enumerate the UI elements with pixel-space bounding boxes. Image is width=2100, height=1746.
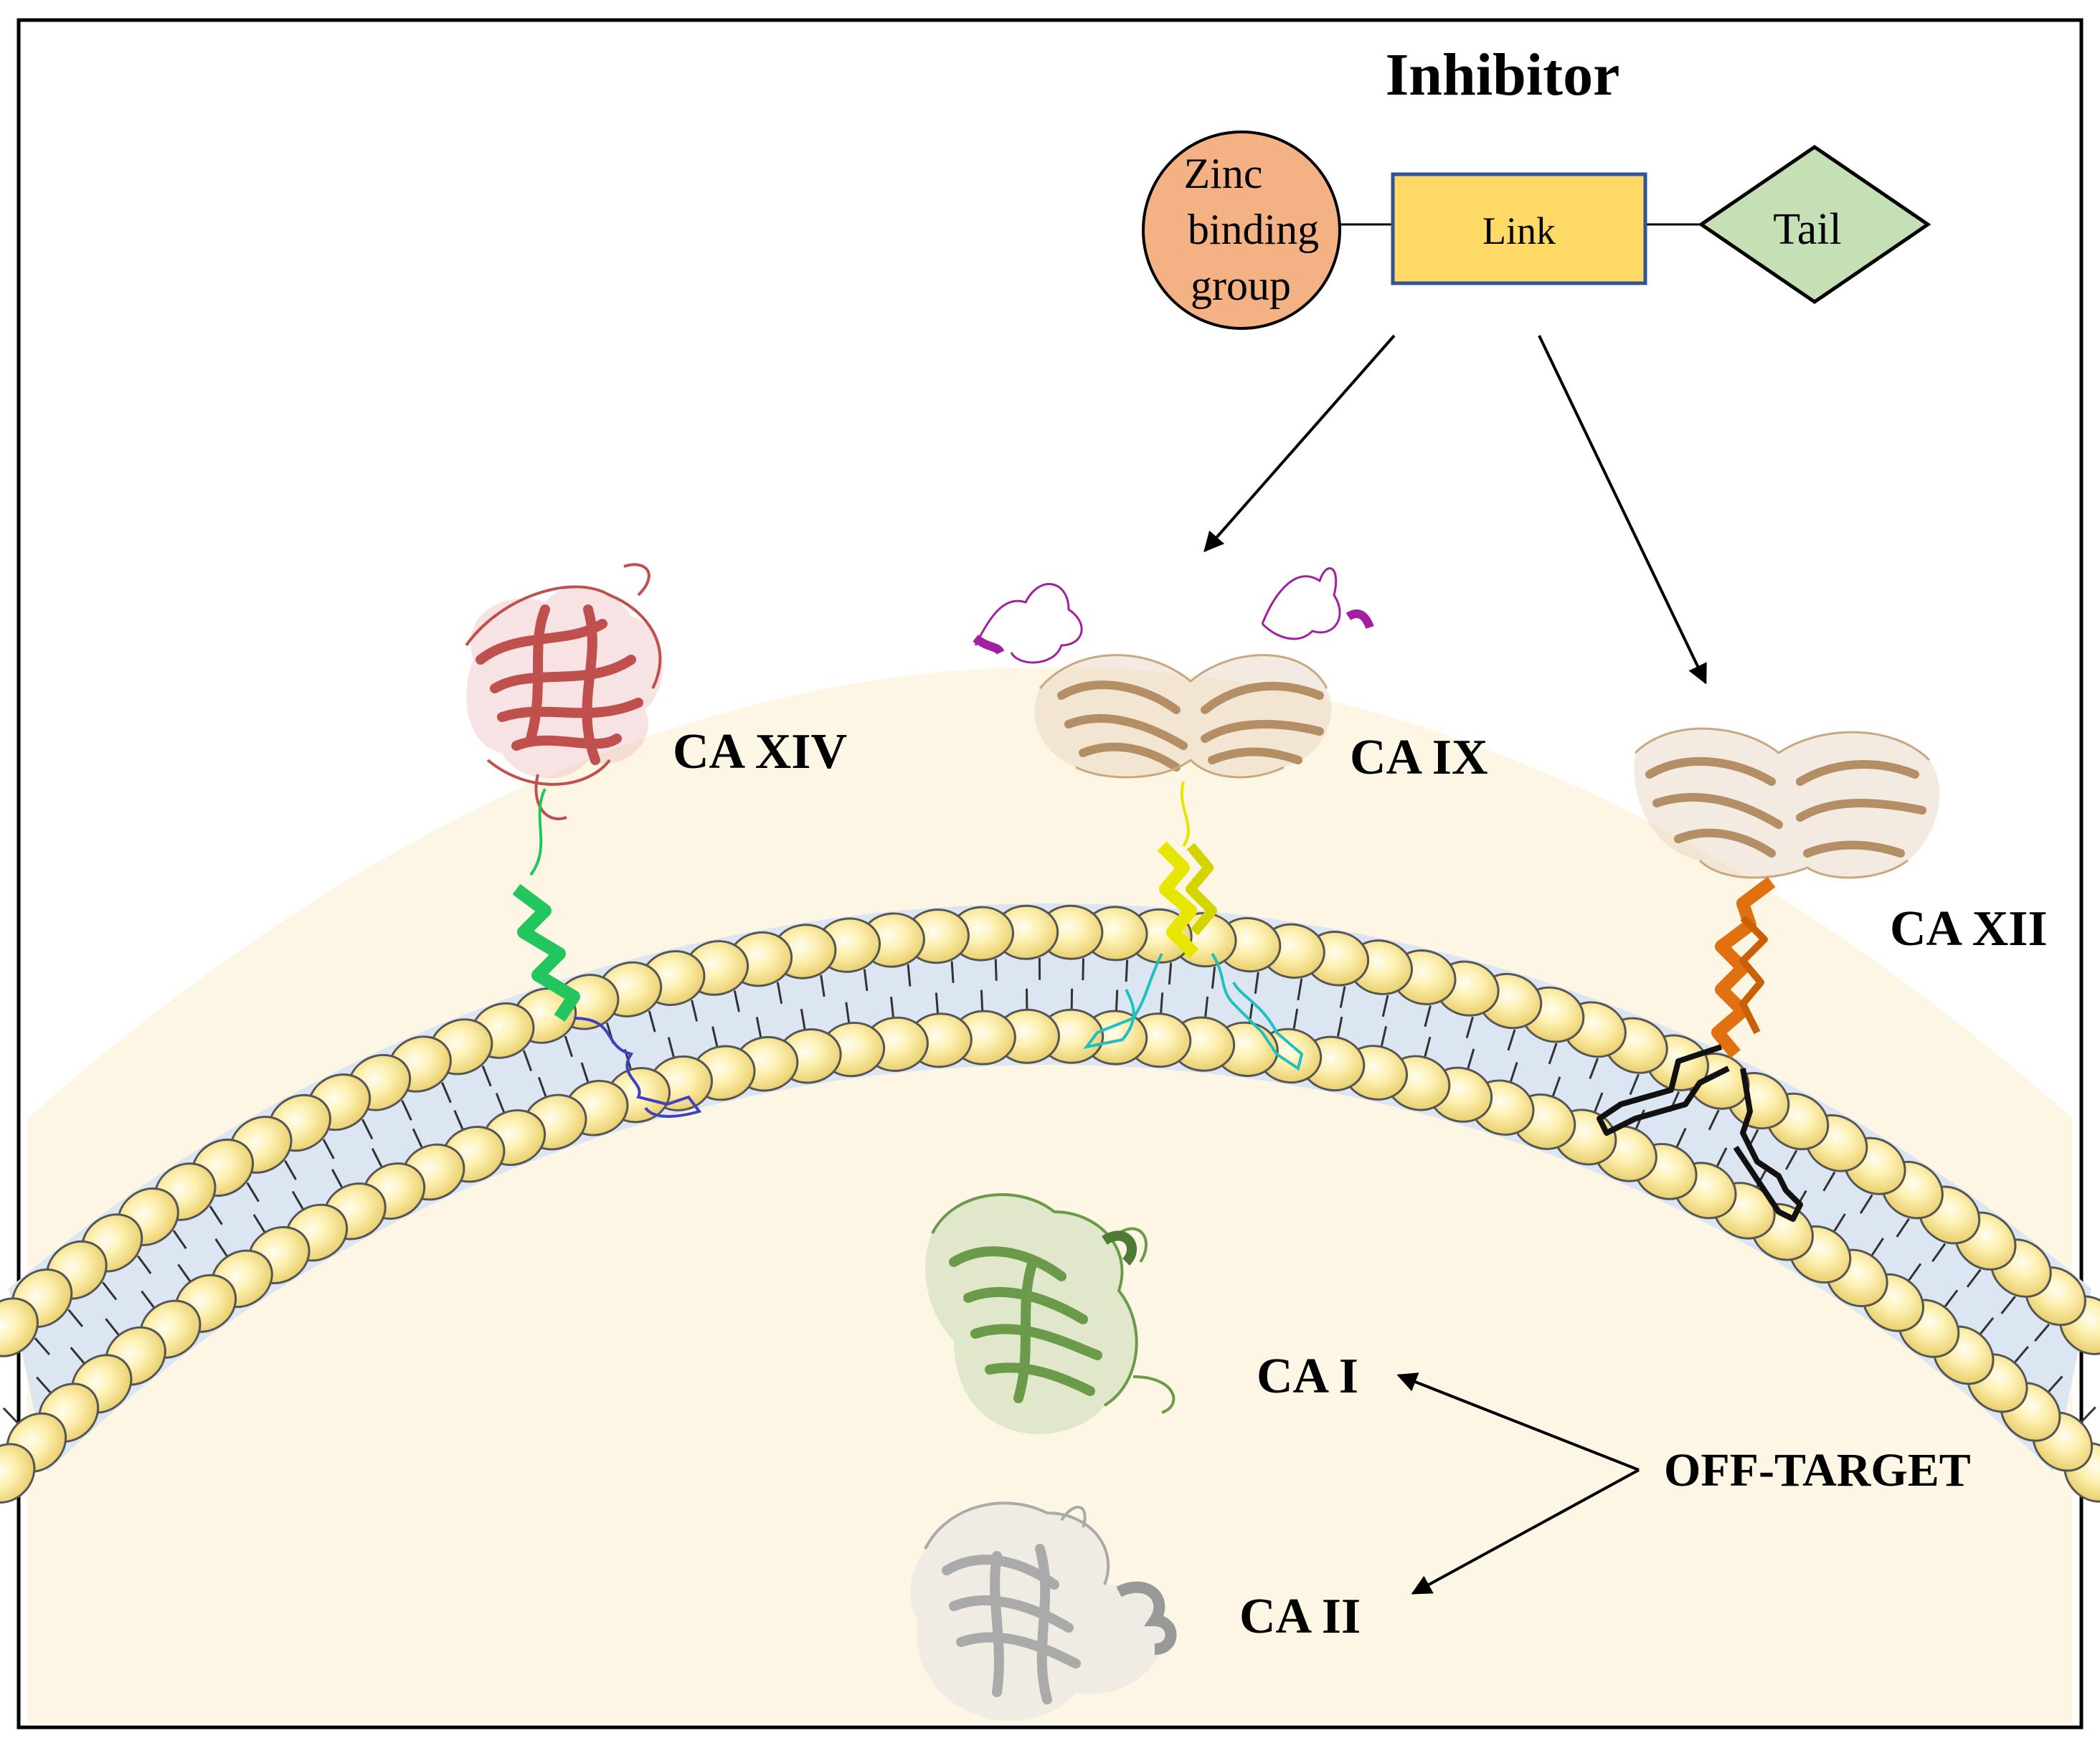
- ca9-tm-helix-left: [1157, 841, 1199, 959]
- ca12-tm-helix: [1711, 876, 1776, 1058]
- ca14-linker: [529, 788, 547, 876]
- off-target-label: OFF-TARGET: [1664, 1444, 1971, 1496]
- ca14-tm-helix: [512, 883, 580, 1022]
- inhibitor-schematic: Inhibitor Zinc binding group Link Tail: [1142, 42, 1931, 330]
- tail-node: [1698, 144, 1931, 305]
- ca12-protein: [1597, 727, 1940, 1222]
- arrow-to-ca1: [1396, 1372, 1640, 1471]
- ca9-label: CA IX: [1350, 730, 1488, 785]
- ca2-protein: [910, 1501, 1177, 1721]
- ca14-protein: [465, 563, 702, 1118]
- zinc-binding-group-label: Zinc binding group: [1184, 150, 1330, 309]
- ca9-protein: [973, 567, 1374, 1071]
- ca1-protein: [925, 1193, 1176, 1434]
- ca9-pg-domains: [973, 567, 1374, 664]
- ca14-catalytic-domain: [465, 563, 663, 820]
- ca9-tm-helix-right: [1186, 843, 1217, 936]
- link-node: [1391, 172, 1647, 285]
- ca12-cyto-tail-right: [1733, 1068, 1803, 1222]
- arrow-to-ca9: [1203, 334, 1396, 553]
- off-target-annotation: OFF-TARGET: [1396, 1372, 1971, 1595]
- ca14-label: CA XIV: [673, 724, 847, 779]
- ca9-catalytic-dimer: [1034, 654, 1332, 779]
- ca9-cyto-tail-right: [1211, 952, 1304, 1071]
- arrow-to-ca2: [1411, 1469, 1640, 1595]
- ca12-tm-helix-2: [1739, 915, 1768, 1035]
- ca12-cyto-tail-left: [1597, 1044, 1730, 1136]
- ca9-linker: [1180, 781, 1191, 848]
- tail-label: Tail: [1773, 205, 1842, 254]
- arrow-to-ca12: [1538, 335, 1707, 685]
- ca12-label: CA XII: [1890, 901, 2048, 957]
- ca12-catalytic-dimer: [1634, 727, 1940, 879]
- targeting-arrows: [1203, 334, 1707, 685]
- inhibitor-title: Inhibitor: [1386, 42, 1620, 108]
- ca1-label: CA I: [1257, 1349, 1358, 1404]
- ca14-cyto-tail: [573, 1017, 702, 1118]
- cell-interior: [27, 667, 2073, 1724]
- ca2-label: CA II: [1239, 1589, 1361, 1644]
- cell-membrane: [0, 903, 2100, 1504]
- zinc-binding-group-node: [1142, 131, 1341, 330]
- link-label: Link: [1482, 209, 1556, 252]
- ca9-cyto-tail-left: [1083, 953, 1163, 1049]
